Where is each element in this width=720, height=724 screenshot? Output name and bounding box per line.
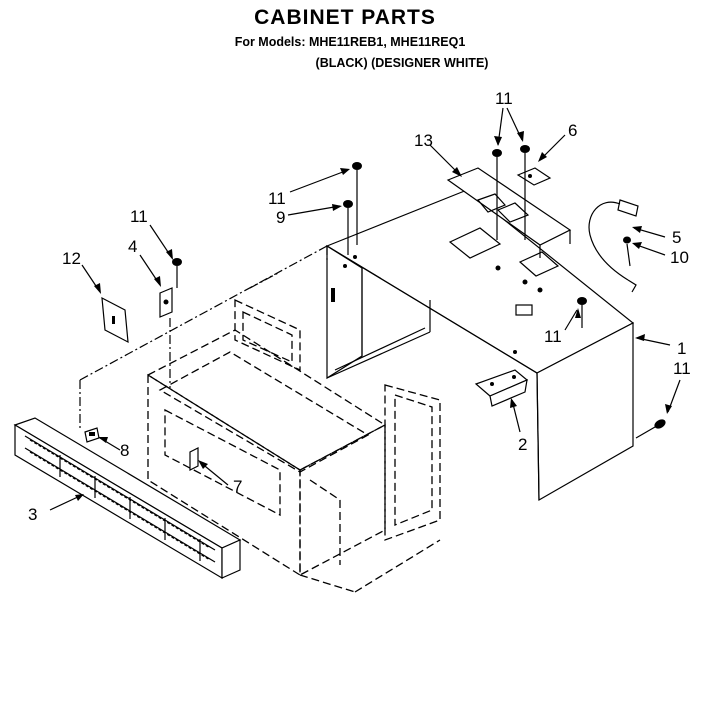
diagram-title: CABINET PARTS [254,6,436,29]
callout-7: 7 [233,477,242,496]
screw-set [172,145,666,439]
cabinet-wrapper [325,189,635,502]
callout-11-top: 11 [495,89,513,108]
screw-cabinet-top [577,297,587,328]
screw-left-1 [352,162,362,245]
model-numbers: For Models: MHE11REB1, MHE11REQ1 [234,35,466,49]
door-latch [189,447,199,471]
callout-11-bracket: 11 [130,207,148,226]
top-bracket-plate [446,167,572,258]
callout-3: 3 [28,505,37,524]
small-bracket [516,167,552,186]
callout-13: 13 [414,131,433,150]
callout-6: 6 [568,121,577,140]
callout-1: 1 [677,339,686,358]
callout-9: 9 [276,208,285,227]
callout-12: 12 [62,249,81,268]
callout-10: 10 [670,248,689,267]
grille-clip [84,427,100,443]
screw-top-1 [492,149,502,240]
model-colors: (BLACK) (DESIGNER WHITE) [315,56,489,70]
side-bracket [474,369,529,407]
callout-labels: 11 6 13 11 9 11 4 12 5 10 11 1 11 2 8 7 … [28,89,691,524]
inner-cavity [146,298,441,593]
leader-arrowheads [75,131,672,501]
power-cord [588,199,639,293]
outer-case-outline [79,245,328,430]
callout-2: 2 [518,435,527,454]
vent-grille [13,417,242,580]
screw-top-2 [520,145,530,240]
screw-right [635,419,666,439]
callout-8: 8 [120,441,129,460]
callout-11-right: 11 [673,359,691,378]
callout-5: 5 [672,228,681,247]
wall-plate [101,296,129,344]
callout-11-left: 11 [268,189,286,208]
latch-bracket [159,287,173,388]
callout-4: 4 [128,237,137,256]
screw-bracket-left [172,258,182,288]
callout-11-cabinet: 11 [544,327,562,346]
screw-left-2 [343,200,353,255]
